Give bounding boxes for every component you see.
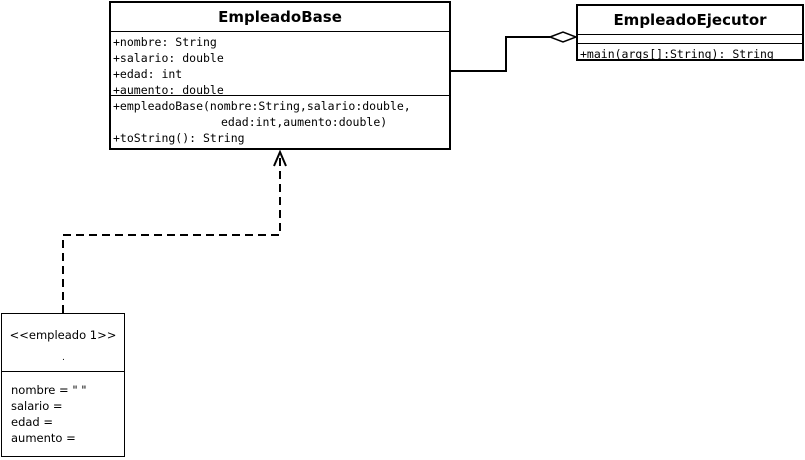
class-name-empleado-base: EmpleadoBase xyxy=(111,3,449,32)
attribute-edad: +edad: int xyxy=(113,67,183,81)
attribute-nombre: +nombre: String xyxy=(113,35,217,49)
object-slots: nombre = " " salario = edad = aumento = xyxy=(2,372,124,446)
class-name-empleado-ejecutor: EmpleadoEjecutor xyxy=(578,6,802,35)
operations-compartment: +main(args[]:String): String xyxy=(578,44,802,63)
operation-main: +main(args[]:String): String xyxy=(580,47,774,61)
operations-compartment: +empleadoBase(nombre:String,salario:doub… xyxy=(111,96,449,147)
attributes-compartment: +nombre: String +salario: double +edad: … xyxy=(111,32,449,97)
attribute-aumento: +aumento: double xyxy=(113,83,224,97)
attribute-salario: +salario: double xyxy=(113,51,224,65)
operation-constructor-line-2: edad:int,aumento:double) xyxy=(221,115,388,129)
object-dot: . xyxy=(62,353,65,363)
slot-aumento: aumento = xyxy=(11,431,76,445)
dependency-arrowhead xyxy=(273,149,287,167)
dependency-line[interactable] xyxy=(62,152,281,313)
slot-salario: salario = xyxy=(11,399,63,413)
aggregation-line[interactable] xyxy=(451,36,550,72)
slot-nombre: nombre = " " xyxy=(11,383,87,397)
object-empleado-1[interactable]: <<empleado 1>> . nombre = " " salario = … xyxy=(1,313,125,457)
attributes-compartment-empty xyxy=(578,35,802,44)
class-empleado-ejecutor[interactable]: EmpleadoEjecutor +main(args[]:String): S… xyxy=(576,4,804,61)
object-header: <<empleado 1>> . xyxy=(2,314,124,372)
slot-edad: edad = xyxy=(11,415,54,429)
operation-constructor-line-1: +empleadoBase(nombre:String,salario:doub… xyxy=(113,99,411,113)
operation-tostring: +toString(): String xyxy=(113,131,245,145)
object-stereotype: <<empleado 1>> xyxy=(9,328,117,342)
class-empleado-base[interactable]: EmpleadoBase +nombre: String +salario: d… xyxy=(109,1,451,150)
aggregation-diamond xyxy=(547,31,579,43)
